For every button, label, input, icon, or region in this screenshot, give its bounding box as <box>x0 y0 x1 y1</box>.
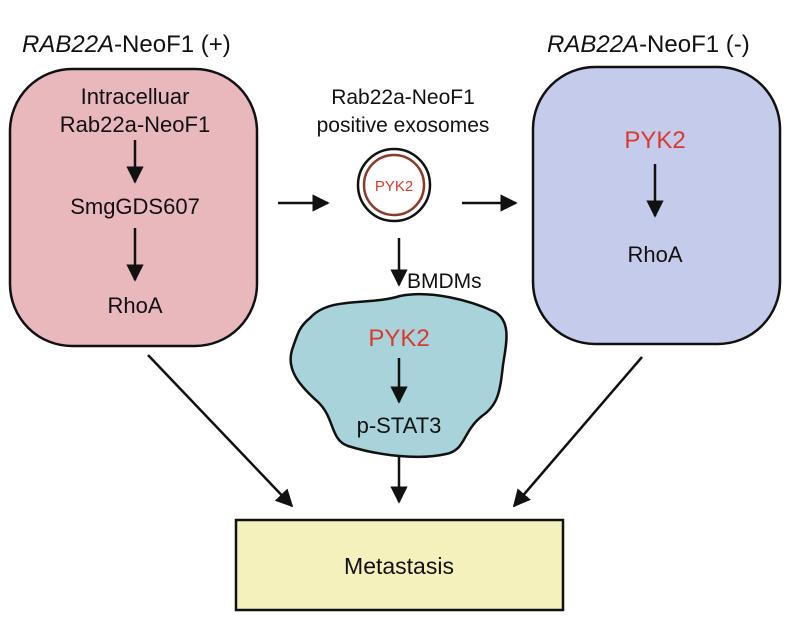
arrow-right-to-metastasis <box>512 356 643 508</box>
left-rab22a-label: Rab22a-NeoF1 <box>60 112 210 137</box>
bmdm-pstat3-label: p-STAT3 <box>357 413 442 438</box>
left-cell-box <box>8 67 259 348</box>
left-intracellular-label: Intracelluar <box>81 84 190 109</box>
arrow-left-to-metastasis <box>147 354 294 508</box>
right-title-rest: -NeoF1 (-) <box>639 31 750 58</box>
bmdm-label: BMDMs <box>407 270 482 293</box>
right-cell-box <box>531 65 782 346</box>
left-title-gene: RAB22A <box>22 31 114 58</box>
right-title-gene: RAB22A <box>547 31 639 58</box>
bmdm-pyk2-label: PYK2 <box>368 325 429 352</box>
right-pyk2-label: PYK2 <box>624 127 685 154</box>
exosome-label-line2: positive exosomes <box>317 114 490 137</box>
left-panel-title: RAB22A-NeoF1 (+) <box>22 31 231 58</box>
exosome-label-line1: Rab22a-NeoF1 <box>331 86 475 109</box>
metastasis-box <box>234 518 565 612</box>
exosome-inner-membrane <box>362 153 426 217</box>
right-rhoa-label: RhoA <box>627 242 682 267</box>
left-title-rest: -NeoF1 (+) <box>114 31 231 58</box>
exosome-pyk2-cargo: PYK2 <box>375 178 413 195</box>
metastasis-label: Metastasis <box>344 553 454 579</box>
right-panel-title: RAB22A-NeoF1 (-) <box>547 31 750 58</box>
left-smggds607-label: SmgGDS607 <box>70 194 200 219</box>
left-rhoa-label: RhoA <box>107 293 162 318</box>
